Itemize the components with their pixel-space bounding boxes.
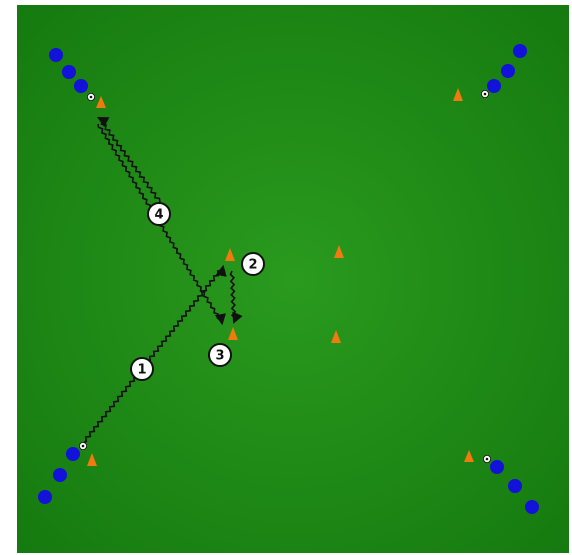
step-marker-3: 3 [209, 344, 231, 366]
soccer-ball-icon [483, 455, 490, 462]
player-dot-icon [513, 44, 527, 58]
step-label: 1 [137, 363, 146, 378]
player-dot-icon [508, 479, 522, 493]
player-dot-icon [501, 64, 515, 78]
soccer-ball-icon [481, 90, 488, 97]
step-label: 3 [215, 349, 224, 364]
player-dot-icon [487, 79, 501, 93]
player-dot-icon [62, 65, 76, 79]
pitch-area [17, 5, 569, 553]
step-label: 2 [248, 258, 257, 273]
player-dot-icon [53, 468, 67, 482]
soccer-ball-icon [87, 93, 94, 100]
step-marker-1: 1 [131, 358, 153, 380]
player-dot-icon [38, 490, 52, 504]
player-dot-icon [66, 447, 80, 461]
player-dot-icon [49, 48, 63, 62]
step-marker-4: 4 [148, 203, 170, 225]
step-label: 4 [154, 208, 163, 223]
step-marker-2: 2 [242, 253, 264, 275]
player-dot-icon [490, 460, 504, 474]
player-dot-icon [74, 79, 88, 93]
player-dot-icon [525, 500, 539, 514]
soccer-ball-icon [79, 442, 86, 449]
